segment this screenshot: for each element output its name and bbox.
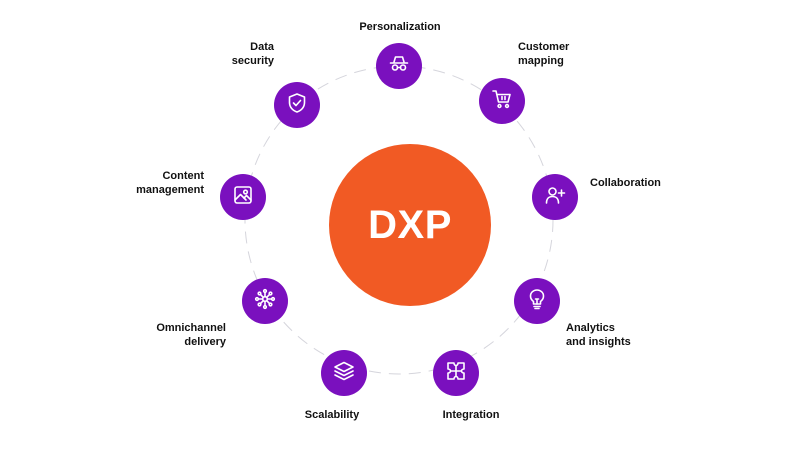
label-collaboration: Collaboration — [590, 177, 661, 189]
shield-check-icon — [285, 91, 309, 120]
label-data-security: Data security — [231, 41, 274, 67]
incognito-icon — [387, 52, 411, 81]
hub-label: DXP — [368, 202, 452, 247]
node-collaboration — [532, 174, 578, 220]
node-personalization — [376, 43, 422, 89]
node-integration — [433, 350, 479, 396]
network-hub-icon — [253, 287, 277, 316]
add-user-icon — [543, 183, 567, 212]
label-integration: Integration — [442, 409, 500, 421]
node-customer-mapping — [479, 78, 525, 124]
shopping-cart-icon — [490, 87, 514, 116]
label-content-management: Content management — [136, 170, 204, 196]
puzzle-icon — [444, 359, 468, 388]
node-omnichannel-delivery — [242, 278, 288, 324]
layers-icon — [332, 359, 356, 388]
node-data-security — [274, 82, 320, 128]
lightbulb-icon — [525, 287, 549, 316]
label-omnichannel-delivery: Omnichannel delivery — [156, 322, 226, 348]
label-personalization: Personalization — [359, 21, 441, 33]
image-icon — [231, 183, 255, 212]
label-scalability: Scalability — [304, 409, 360, 421]
label-customer-mapping: Customer mapping — [518, 41, 570, 67]
node-scalability — [321, 350, 367, 396]
node-content-management — [220, 174, 266, 220]
label-analytics-and-insights: Analytics and insights — [566, 322, 631, 348]
hub-circle: DXP — [329, 144, 491, 306]
node-analytics-and-insights — [514, 278, 560, 324]
